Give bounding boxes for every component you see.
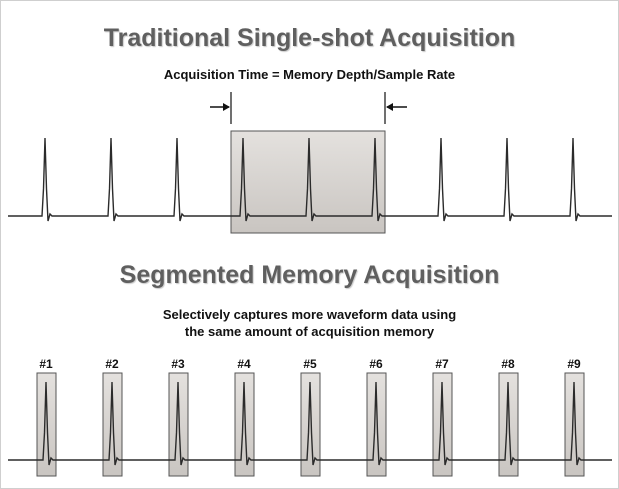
segment-box-3 <box>168 372 189 477</box>
pulse-9 <box>567 138 581 222</box>
acquisition-time-formula: Acquisition Time = Memory Depth/Sample R… <box>163 67 456 82</box>
single-shot-waveform-group <box>8 92 612 234</box>
single-shot-waveform <box>8 137 612 222</box>
segment-label: #6 <box>369 357 383 371</box>
segment-box-4 <box>234 372 255 477</box>
segment-label: #3 <box>171 357 185 371</box>
right-pointing-arrow-icon <box>223 103 230 111</box>
pulse-4 <box>237 138 251 222</box>
segment-label: #5 <box>303 357 317 371</box>
pulse-7 <box>435 138 449 222</box>
segmented-description-line1: Selectively captures more waveform data … <box>162 307 457 322</box>
segmented-acquisition-title: Segmented Memory Acquisition <box>119 261 500 289</box>
segment-label: #4 <box>237 357 251 371</box>
segment-label: #2 <box>105 357 119 371</box>
segment-label: #7 <box>435 357 449 371</box>
segment-box-5 <box>300 372 321 477</box>
left-pointing-arrow-icon <box>386 103 393 111</box>
segment-label: #9 <box>567 357 581 371</box>
pulse-2 <box>105 138 119 222</box>
segment-box-2 <box>102 372 123 477</box>
pulse-1 <box>39 138 53 222</box>
segment-label: #1 <box>39 357 53 371</box>
segmented-description-line2: the same amount of acquisition memory <box>184 324 435 339</box>
pulse-8 <box>501 138 515 222</box>
pulse-6 <box>369 138 383 222</box>
segment-box-9 <box>564 372 585 477</box>
segmented-waveform <box>8 381 612 466</box>
pulse-5 <box>303 138 317 222</box>
segment-box-8 <box>498 372 519 477</box>
segmented-waveform-group: #1 #2 #3 #4 #5 #6 #7 #8 #9 <box>8 357 612 477</box>
segment-box-1 <box>36 372 57 477</box>
segment-label: #8 <box>501 357 515 371</box>
traditional-acquisition-title: Traditional Single-shot Acquisition <box>103 24 516 52</box>
segment-box-6 <box>366 372 387 477</box>
segment-box-7 <box>432 372 453 477</box>
pulse-3 <box>171 138 185 222</box>
